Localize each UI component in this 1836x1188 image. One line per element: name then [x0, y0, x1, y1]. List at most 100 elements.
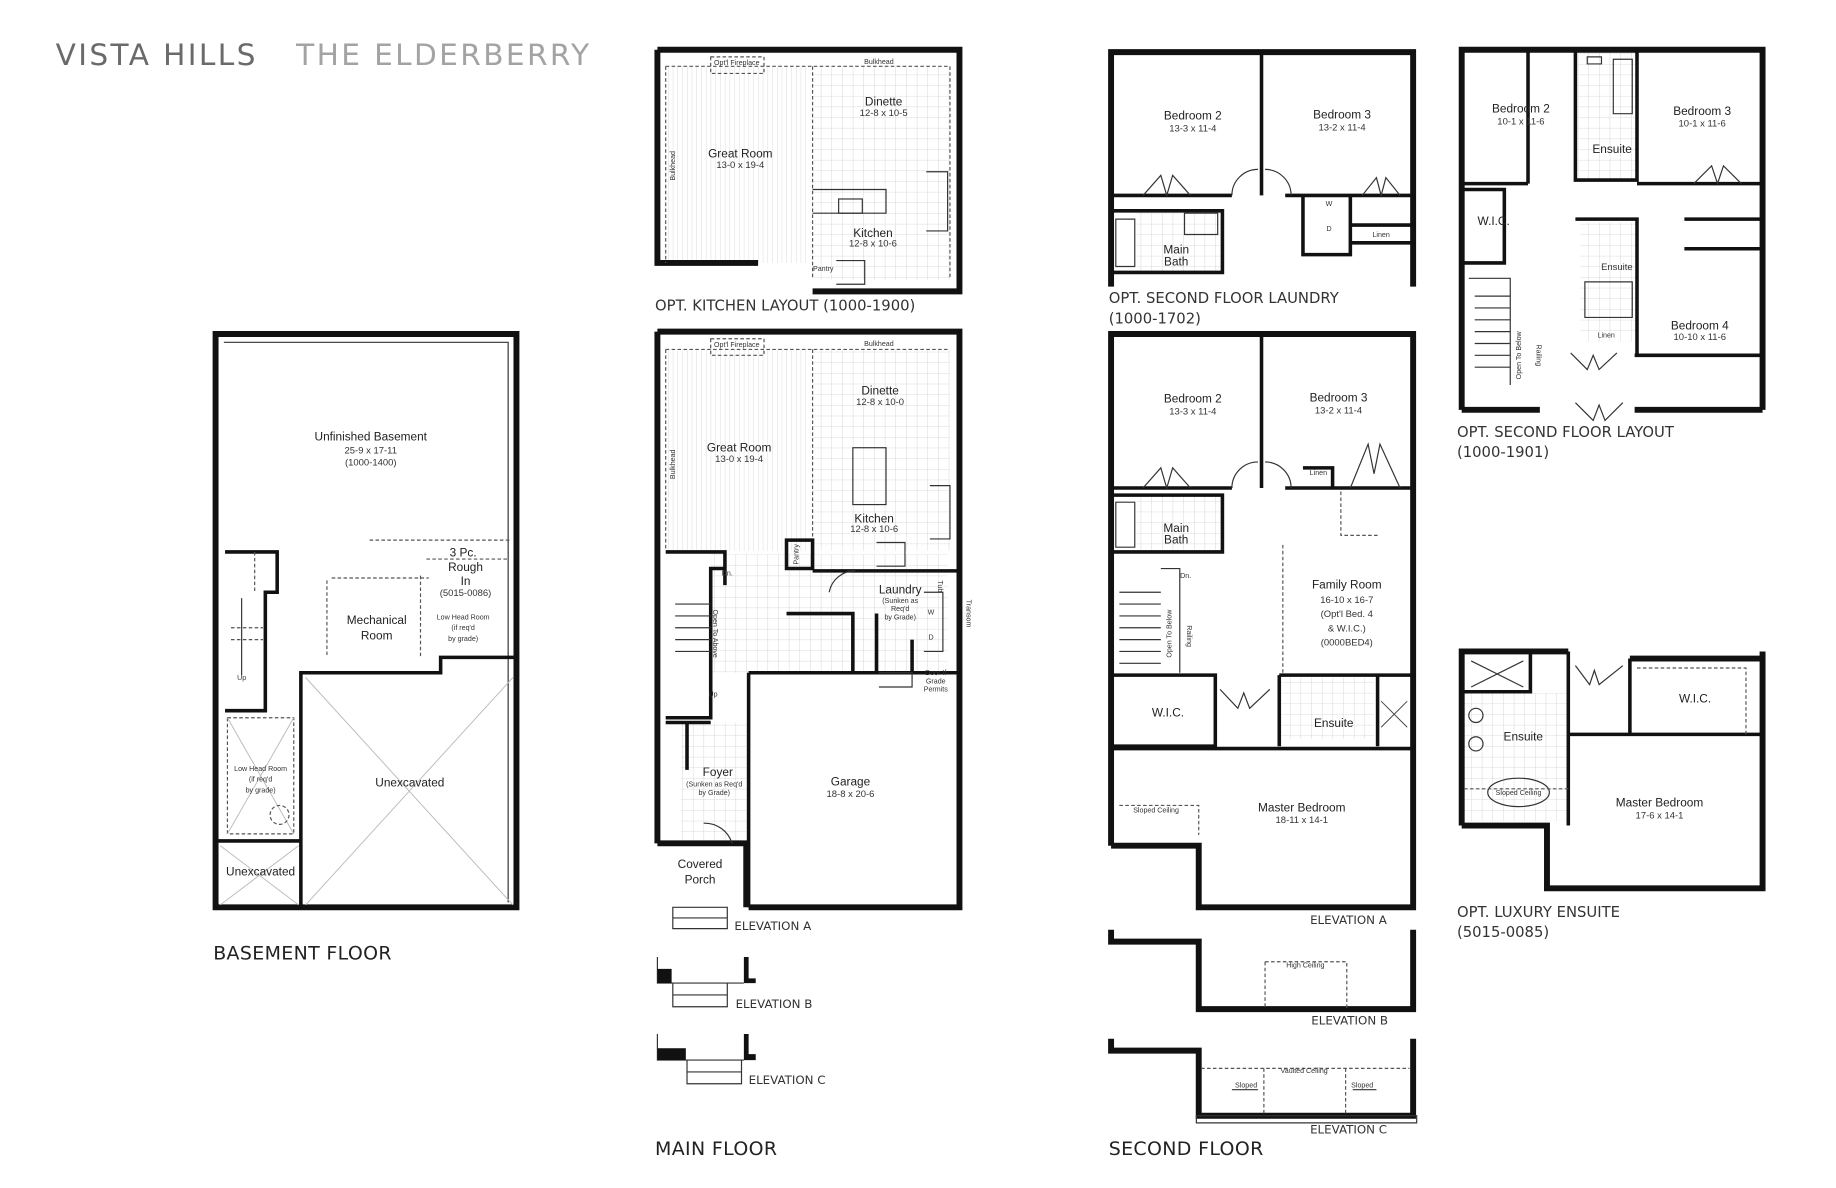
feature-label: Sloped [1351, 1081, 1373, 1089]
room-name: Main [1163, 242, 1189, 256]
stair-label: Up [237, 674, 246, 682]
room-name: Great Room [707, 440, 772, 454]
elevation-label: ELEVATION B [736, 997, 813, 1011]
elevation-b-porch [656, 957, 756, 1008]
appliance-label: D [1326, 225, 1331, 233]
room-note: Low Head Room [234, 765, 287, 773]
option-code: (5015-0086) [440, 588, 492, 599]
room-size: 13-0 x 19-4 [716, 160, 764, 171]
opt-second-floor-layout-plan: Bedroom 2 10-1 x 11-6 Bedroom 3 10-1 x 1… [1457, 46, 1766, 461]
room-name: Unexcavated [375, 775, 444, 789]
room-name: Unfinished Basement [315, 430, 428, 444]
elevation-label: ELEVATION C [1310, 1123, 1387, 1137]
feature-label: Bulkhead [864, 58, 894, 66]
plan-caption: (1000-1702) [1109, 310, 1201, 327]
room-note: (if req'd [451, 624, 474, 632]
room-name: Linen [1598, 332, 1615, 340]
room-name: Dinette [865, 94, 903, 108]
plan-caption: OPT. SECOND FLOOR LAUNDRY [1109, 290, 1340, 307]
room-note: by grade) [448, 635, 478, 643]
plan-caption: BASEMENT FLOOR [213, 942, 392, 964]
elevation-b-outline [1108, 929, 1417, 1013]
feature-label: Bulkhead [669, 449, 677, 479]
room-name: Linen [1372, 231, 1389, 239]
plan-caption: OPT. KITCHEN LAYOUT (1000-1900) [655, 297, 915, 314]
room-name: Kitchen [853, 226, 892, 240]
room-name: Pantry [813, 265, 834, 273]
room-name: Dinette [861, 383, 899, 397]
second-floor-plan: Bedroom 2 13-3 x 11-4 Bedroom 3 13-2 x 1… [1108, 331, 1418, 1160]
room-name: Master Bedroom [1258, 800, 1346, 814]
room-note: Low Head Room [437, 613, 490, 621]
room-name: Bedroom 4 [1671, 318, 1729, 332]
room-note: Grade [926, 677, 946, 685]
room-name: Linen [1310, 469, 1327, 477]
plan-caption: SECOND FLOOR [1109, 1138, 1264, 1160]
feature-label: High Ceiling [1286, 962, 1324, 970]
room-note: & W.I.C.) [1328, 623, 1366, 634]
room-size: 13-2 x 11-4 [1315, 405, 1362, 416]
room-name: Laundry [879, 582, 922, 596]
feature-label: Open To Below [1515, 330, 1523, 379]
feature-label: Vaulted Ceiling [1281, 1067, 1328, 1075]
opt-second-floor-laundry-plan: Bedroom 2 13-3 x 11-4 Bedroom 3 13-2 x 1… [1108, 49, 1417, 327]
room-name: Covered [678, 857, 723, 871]
feature-label: Bulkhead [864, 340, 894, 348]
room-name: Bedroom 2 [1164, 109, 1222, 123]
room-note: (Opt'l Bed. 4 [1321, 609, 1373, 620]
stair-label: Dn. [1180, 572, 1191, 580]
room-size: 12-8 x 10-0 [856, 397, 904, 408]
feature-label: Sloped [1235, 1081, 1257, 1089]
room-name: Great Room [708, 147, 773, 161]
room-size: 25-9 x 17-11 [345, 446, 397, 457]
elevation-c-porch [656, 1034, 756, 1085]
room-note: (Sunken as Req'd [686, 780, 742, 788]
room-name: Room [361, 629, 393, 643]
room-note: Door If [925, 669, 946, 677]
room-name: In [461, 574, 471, 588]
room-note: (if req'd [249, 776, 272, 784]
room-size: 10-10 x 11-6 [1674, 332, 1726, 343]
feature-label: Railing [1534, 344, 1542, 366]
room-name: Main [1163, 521, 1189, 535]
room-name: Bedroom 3 [1310, 391, 1368, 405]
room-name: Bath [1164, 533, 1188, 547]
room-note: Req'd [891, 605, 909, 613]
room-size: 13-0 x 19-4 [715, 454, 763, 465]
room-size: 13-3 x 11-4 [1169, 407, 1216, 418]
feature-label: Open To Above [711, 609, 719, 657]
basement-plan: Unfinished Basement 25-9 x 17-11 (1000-1… [212, 331, 520, 964]
room-size: 12-8 x 10-5 [860, 108, 908, 119]
room-name: W.I.C. [1478, 214, 1510, 228]
room-note: by Grade) [884, 613, 916, 621]
room-name: Ensuite [1592, 142, 1632, 156]
room-name: W.I.C. [1152, 706, 1184, 720]
room-size: 12-8 x 10-6 [849, 238, 897, 249]
model-name: THE ELDERBERRY [295, 38, 591, 72]
room-name: Bedroom 2 [1164, 392, 1222, 406]
plan-caption: (1000-1901) [1457, 444, 1549, 461]
opt-kitchen-plan: Opt'l Fireplace Bulkhead Bulkhead Dinett… [654, 46, 963, 314]
appliance-label: Tub [936, 580, 944, 592]
opt-luxury-ensuite-plan: Ensuite Sloped Ceiling W.I.C. Master Bed… [1457, 648, 1766, 941]
room-note: (Sunken as [882, 597, 918, 605]
elevation-label: ELEVATION B [1311, 1014, 1388, 1028]
sheet-title: VISTA HILLS THE ELDERBERRY [56, 38, 591, 72]
stair-label: Dn. [722, 570, 733, 578]
elevation-c-outline [1108, 1038, 1418, 1124]
room-note: Permits [924, 686, 948, 694]
room-note: by grade) [246, 786, 276, 794]
room-name: Unexcavated [226, 864, 295, 878]
feature-label: Railing [1185, 625, 1193, 647]
room-size: 10-1 x 11-6 [1679, 119, 1726, 130]
elevation-label: ELEVATION A [734, 919, 811, 933]
room-name: Bath [1164, 254, 1188, 268]
feature-label: Open To Below [1165, 609, 1173, 658]
room-name: Bedroom 2 [1492, 102, 1550, 116]
room-note: by Grade) [698, 789, 730, 797]
feature-label: Bulkhead [669, 151, 677, 181]
room-name: Bedroom 3 [1313, 107, 1371, 121]
room-name: Rough [448, 560, 483, 574]
room-name: Foyer [703, 765, 733, 779]
